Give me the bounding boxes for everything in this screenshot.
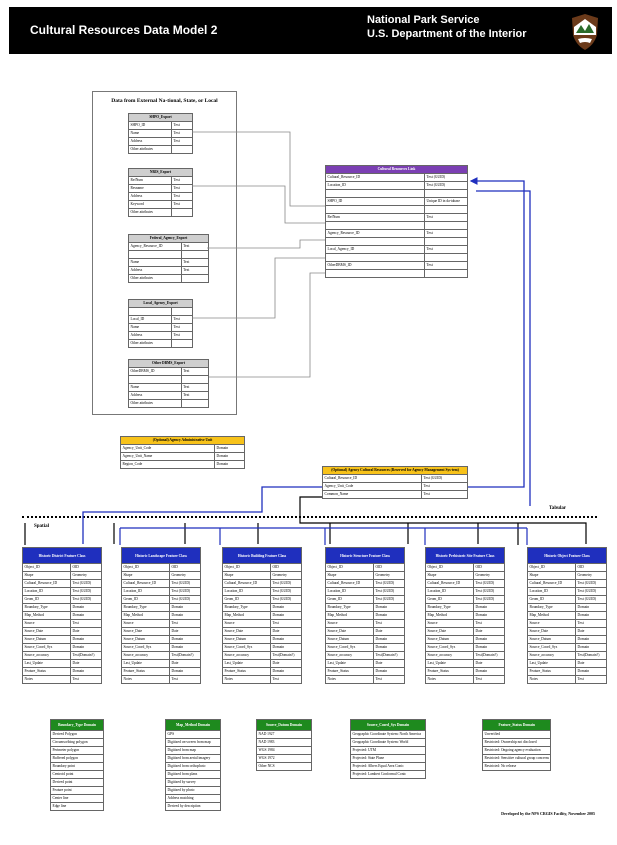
field-type: Text: [70, 675, 102, 684]
link-line-cr-district: [476, 190, 531, 506]
table-row: Restricted: No release: [481, 762, 552, 771]
domain-value: Restricted: No release: [481, 762, 552, 771]
table-row: Projected: Lambert Conformal Conic: [350, 770, 426, 779]
feature-class-table-2-header: Historic Building Feature Class: [222, 547, 302, 564]
domain-value: Derived by description: [165, 802, 221, 811]
tabular-label: Tabular: [549, 506, 567, 511]
domain-value: Projected: Lambert Conformal Conic: [350, 770, 426, 779]
header-bar: Cultural Resources Data Model 2 National…: [9, 7, 612, 54]
field-type: Text: [421, 490, 468, 499]
field-type: Domain: [214, 460, 245, 469]
link-line-local: [192, 257, 325, 319]
link-line-nris: [192, 185, 325, 224]
field-type: Text: [169, 675, 201, 684]
spatial-tabular-divider: [22, 516, 597, 518]
link-line-spatial-bus: [82, 486, 322, 544]
domain-value: Edge line: [50, 802, 104, 811]
footer-credit: Developed by the NPS CRGIS Facility, Nov…: [501, 811, 595, 816]
field-type: Text: [270, 675, 302, 684]
field-type: [424, 269, 468, 278]
domain-value: Other NCS: [256, 762, 312, 771]
feature-class-table-3-header: Historic Structure Feature Class: [325, 547, 405, 564]
agency-cultural-resources-table: (Optional) Agency Cultural Resources (Re…: [322, 466, 468, 499]
field-type: [171, 208, 193, 217]
link-line-tabular-bus: [299, 496, 587, 544]
table-row: Other attributes: [128, 208, 193, 217]
table-row: Other attributes: [128, 339, 193, 348]
table-row: Other attributes: [128, 274, 210, 283]
external-data-title: Data from External Na-tional, State, or …: [111, 98, 218, 104]
table-row: [325, 269, 468, 278]
agency-title-line2: U.S. Department of the Interior: [367, 28, 527, 40]
link-line-shpo: [192, 131, 325, 207]
field-type: [180, 274, 210, 283]
table-row: Edge line: [50, 802, 104, 811]
link-line-optional-id: [468, 177, 525, 488]
nps-arrowhead-icon: [572, 14, 598, 50]
field-type: Text: [373, 675, 405, 684]
field-type: Text: [473, 675, 505, 684]
table-row: Other attributes: [128, 399, 210, 408]
agency-title: National Park Service U.S. Department of…: [367, 13, 527, 41]
link-line-federal: [207, 239, 325, 249]
spatial-label: Spatial: [34, 524, 50, 529]
agency-title-line1: National Park Service: [367, 14, 480, 26]
field-type: Text: [575, 675, 607, 684]
feature-class-table-0-header: Historic District Feature Class: [22, 547, 102, 564]
link-line-otherdbms: [209, 272, 325, 378]
table-row: Other NCS: [256, 762, 312, 771]
table-row: Derived by description: [165, 802, 221, 811]
field-type: [171, 145, 193, 154]
field-type: [180, 399, 210, 408]
page-title: Cultural Resources Data Model 2: [30, 23, 218, 37]
table-row: Other attributes: [128, 145, 193, 154]
field-type: [171, 339, 193, 348]
